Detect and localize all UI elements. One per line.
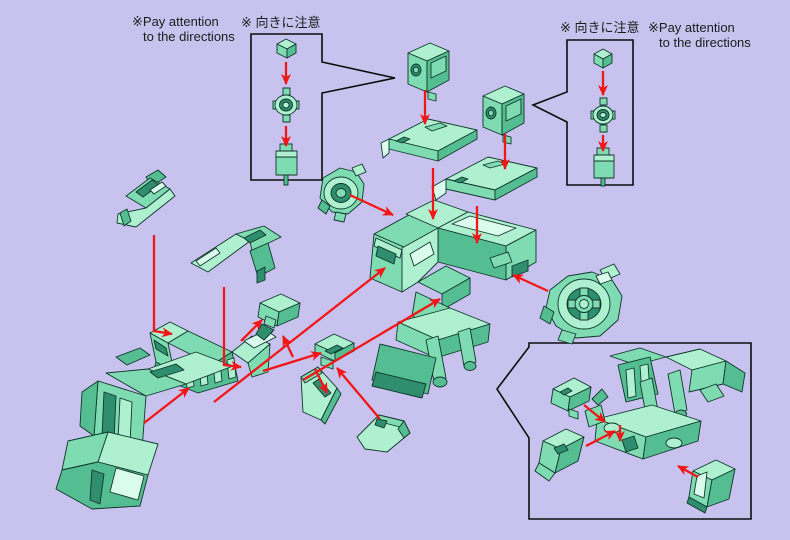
bracket-a (255, 293, 301, 341)
arrow-detail-part3 (677, 464, 699, 479)
caution-label-left-jp: ※ 向きに注意 (241, 15, 321, 30)
detail-part-lower-left (534, 428, 585, 482)
arrow-leg-to-torso (213, 267, 386, 403)
left-chain-cap (276, 38, 297, 59)
shield-plate-c (300, 366, 342, 425)
arrow-jointR-to-torso (512, 273, 549, 293)
arrow-skirt-to-bracketB (262, 351, 322, 373)
arrow-detail-part1 (583, 404, 606, 423)
left-chain-block (275, 143, 298, 186)
caution-line1: ※Pay attention (132, 14, 219, 29)
caution-label-right-en: ※Pay attention to the directions (648, 20, 751, 50)
thruster-block-2 (482, 85, 525, 145)
main-torso-assembly (369, 199, 537, 399)
roof-plate-1 (380, 118, 478, 162)
leg-boot-assembly (55, 347, 234, 510)
caution-label-right-jp: ※ 向きに注意 (560, 20, 640, 35)
winged-fin-1 (116, 169, 176, 228)
shoulder-joint-right (539, 263, 623, 345)
roof-plate-2 (431, 156, 538, 201)
left-chain-ring-joint (272, 87, 300, 123)
arrow-to-bracketA-2 (281, 335, 295, 358)
arrow-to-bracketA-1 (240, 319, 263, 342)
right-chain-cap (593, 48, 613, 69)
arrow-jointL-to-torso (349, 193, 394, 217)
caution-label-left-en: ※Pay attention to the directions (132, 14, 235, 44)
caution-jp-text: ※ 向きに注意 (241, 15, 321, 30)
winged-fin-2 (190, 225, 282, 284)
shoulder-joint-left (317, 163, 367, 223)
arrow-plateD-to-bracketB (336, 367, 381, 420)
arrow-leg-to-skirt (143, 387, 190, 424)
thruster-block-1 (407, 42, 450, 102)
caution-line1: ※Pay attention (648, 20, 735, 35)
caution-jp-text: ※ 向きに注意 (560, 20, 640, 35)
arrow-bracketB-to-plateC (313, 368, 329, 394)
arrow-detail-part2 (585, 429, 616, 448)
caution-line2: to the directions (143, 29, 235, 44)
detail-part-upper-left (550, 377, 592, 420)
right-chain-ring-joint (590, 97, 616, 133)
caution-line2: to the directions (659, 35, 751, 50)
shield-plate-d (356, 414, 411, 453)
arrow-plateC-to-waist (302, 298, 441, 381)
bracket-b (314, 333, 355, 370)
arrow-fin1-to-skirt (152, 235, 173, 338)
detail-part-lower-right (686, 459, 736, 514)
callout-box-top-right (531, 39, 634, 186)
arrow-fin2-to-skirt (222, 287, 242, 371)
